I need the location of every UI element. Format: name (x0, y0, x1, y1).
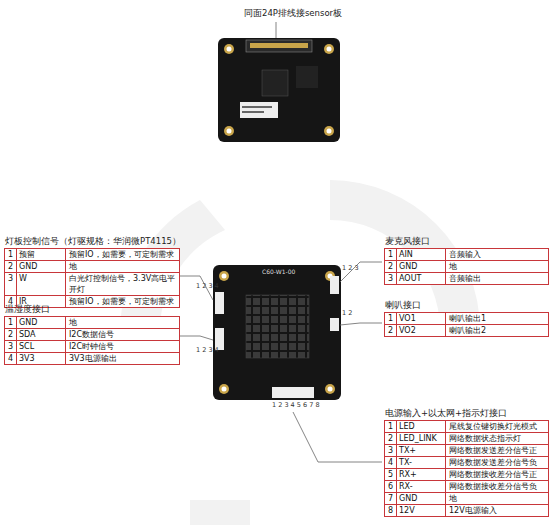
callout-table: 麦克风接口1AIN音频输入2GND地3AOUT音频输出 (384, 248, 549, 285)
signal-name: RX+ (397, 469, 446, 480)
pin-number: 4 (385, 457, 397, 468)
signal-name: LED_LINK (397, 433, 446, 444)
signal-description: 网络数据接收差分信号正 (446, 469, 548, 480)
signal-description: 网络数据接收差分信号负 (446, 481, 548, 492)
signal-description: 预留IO，如需要，可定制需求 (66, 249, 179, 260)
pin-row: 1LED尾线复位键切换灯光模式 (385, 421, 548, 432)
signal-description: I2C时钟信号 (66, 341, 179, 352)
callout-table: 灯板控制信号（灯驱规格：华润微PT4115）1预留预留IO，如需要，可定制需求2… (4, 248, 180, 308)
pin-number: 2 (385, 433, 397, 444)
callout-label: 同面24P排线接sensor板 (244, 8, 342, 20)
pin-row: 3TX+网络数据发送差分信号正 (385, 444, 548, 456)
pin-row: 3W白光灯控制信号，3.3V高电平开灯 (5, 272, 179, 295)
signal-description: 网络数据发送差分信号正 (446, 445, 548, 456)
pin-row: 5RX+网络数据接收差分信号正 (385, 468, 548, 480)
signal-name: AIN (397, 249, 446, 260)
signal-name: 预留 (17, 249, 66, 260)
pin-number: 6 (385, 481, 397, 492)
signal-description: I2C数据信号 (66, 329, 179, 340)
signal-name: VO1 (397, 313, 446, 324)
table-heading: 温湿度接口 (5, 304, 50, 316)
signal-description: 地 (446, 261, 548, 272)
signal-name: GND (397, 493, 446, 504)
signal-name: VO2 (397, 325, 446, 336)
pin-number: 3 (5, 341, 17, 352)
callout-table: 喇叭接口1VO1喇叭输出12VO2喇叭输出2 (384, 312, 549, 337)
pin-row: 2VO2喇叭输出2 (385, 324, 548, 336)
signal-name: 12V (397, 505, 446, 516)
signal-name: GND (17, 261, 66, 272)
pin-row: 3SCLI2C时钟信号 (5, 340, 179, 352)
signal-name: W (17, 273, 66, 295)
pin-number: 2 (5, 261, 17, 272)
signal-description: 音频输入 (446, 249, 548, 260)
pin-row: 2GND地 (385, 260, 548, 272)
pin-numbers: 1 2 3 4 5 6 7 8 (272, 401, 320, 409)
pin-row: 1AIN音频输入 (385, 249, 548, 260)
signal-name: 3V3 (17, 353, 66, 364)
signal-description: 网络数据状态指示灯 (446, 433, 548, 444)
pin-number: 4 (5, 353, 17, 364)
pin-row: 43V33V3电源输出 (5, 352, 179, 364)
pin-number: 3 (385, 273, 397, 284)
signal-description: 地 (446, 493, 548, 504)
signal-description: 尾线复位键切换灯光模式 (446, 421, 548, 432)
pin-row: 1VO1喇叭输出1 (385, 313, 548, 324)
pin-numbers: 1 2 3 (342, 264, 359, 272)
signal-description: 音频输出 (446, 273, 548, 284)
pin-number: 1 (385, 249, 397, 260)
signal-description: 12V电源输入 (446, 505, 548, 516)
pin-row: 2LED_LINK网络数据状态指示灯 (385, 432, 548, 444)
pin-numbers: 1 2 3 4 (196, 346, 219, 354)
pin-numbers: 1 2 3 4 (196, 282, 219, 290)
pin-row: 812V12V电源输入 (385, 504, 548, 516)
pin-row: 2SDAI2C数据信号 (5, 328, 179, 340)
pin-number: 2 (385, 325, 397, 336)
signal-description: 喇叭输出1 (446, 313, 548, 324)
pin-number: 5 (385, 469, 397, 480)
pin-row: 3AOUT音频输出 (385, 272, 548, 284)
silkscreen-text: C60-W1-00 (262, 268, 295, 275)
signal-name: LED (397, 421, 446, 432)
table-heading: 电源输入+以太网+指示灯接口 (385, 408, 507, 420)
pin-number: 3 (385, 445, 397, 456)
pin-row: 1GND地 (5, 317, 179, 328)
signal-name: RX- (397, 481, 446, 492)
signal-description: 白光灯控制信号，3.3V高电平开灯 (66, 273, 179, 295)
pin-row: 7GND地 (385, 492, 548, 504)
callout-table: 电源输入+以太网+指示灯接口1LED尾线复位键切换灯光模式2LED_LINK网络… (384, 420, 549, 517)
signal-name: SCL (17, 341, 66, 352)
table-heading: 麦克风接口 (385, 236, 430, 248)
pin-row: 6RX-网络数据接收差分信号负 (385, 480, 548, 492)
signal-name: SDA (17, 329, 66, 340)
signal-name: TX- (397, 457, 446, 468)
signal-description: 预留IO，如需要，可定制需求 (66, 296, 179, 307)
pin-number: 7 (385, 493, 397, 504)
signal-description: 网络数据发送差分信号负 (446, 457, 548, 468)
signal-name: GND (397, 261, 446, 272)
signal-description: 3V3电源输出 (66, 353, 179, 364)
signal-description: 地 (66, 261, 179, 272)
table-heading: 灯板控制信号（灯驱规格：华润微PT4115） (5, 236, 181, 248)
pin-number: 1 (5, 249, 17, 260)
pin-row: 1预留预留IO，如需要，可定制需求 (5, 249, 179, 260)
pin-number: 1 (385, 421, 397, 432)
signal-description: 地 (66, 317, 179, 328)
pin-number: 2 (5, 329, 17, 340)
pin-numbers: 1 2 (342, 309, 352, 317)
signal-name: GND (17, 317, 66, 328)
pin-number: 1 (5, 317, 17, 328)
signal-name: TX+ (397, 445, 446, 456)
callout-table: 温湿度接口1GND地2SDAI2C数据信号3SCLI2C时钟信号43V33V3电… (4, 316, 180, 365)
pin-number: 3 (5, 273, 17, 295)
table-heading: 喇叭接口 (385, 300, 421, 312)
signal-name: AOUT (397, 273, 446, 284)
pin-number: 1 (385, 313, 397, 324)
signal-description: 喇叭输出2 (446, 325, 548, 336)
pin-number: 2 (385, 261, 397, 272)
pin-number: 8 (385, 505, 397, 516)
pin-row: 4TX-网络数据发送差分信号负 (385, 456, 548, 468)
pin-row: 2GND地 (5, 260, 179, 272)
